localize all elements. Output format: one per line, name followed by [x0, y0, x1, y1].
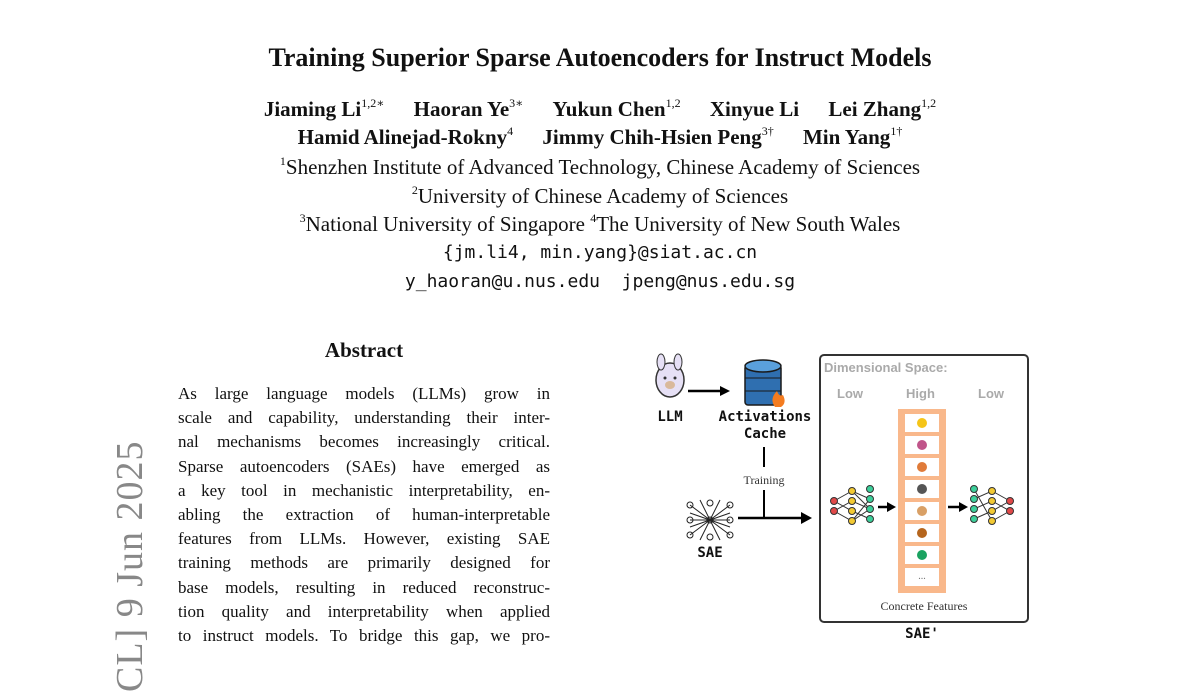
affiliation-2: 2University of Chinese Academy of Scienc… [411, 183, 789, 208]
abstract-body: As large language models (LLMs) grow in … [178, 382, 550, 648]
feature-cell [905, 436, 939, 454]
abstract-line: abling the extraction of human-interpret… [178, 504, 550, 524]
concrete-features-label: Concrete Features [880, 599, 968, 613]
feature-cell [905, 502, 939, 520]
feature-cell [905, 414, 939, 432]
feature-cell [905, 480, 939, 498]
feature-cell [905, 546, 939, 564]
author: Yukun Chen1,2 [552, 96, 681, 121]
author: Lei Zhang1,2 [828, 96, 937, 121]
decoder-net-icon [970, 485, 1014, 525]
abstract-line: a key tool in mechanistic interpretabili… [178, 480, 550, 500]
training-label: Training [743, 473, 785, 487]
llama-icon [655, 353, 685, 398]
abstract-line: Sparse autoencoders (SAEs) have emerged … [178, 456, 550, 476]
feature-cell [905, 524, 939, 542]
low-label-right: Low [978, 386, 1004, 401]
concrete-features-column: ... [898, 409, 946, 593]
abstract-line: to instruct models. To bridge this gap, … [178, 625, 550, 645]
paper-title: Training Superior Sparse Autoencoders fo… [268, 43, 932, 72]
check-icon [917, 550, 927, 560]
abstract-heading: Abstract [324, 338, 404, 362]
arrow-sae-to-box [738, 512, 812, 524]
neural-net-icon [686, 499, 734, 541]
abstract-line: features from LLMs. However, existing SA… [178, 529, 550, 549]
author: Min Yang1† [802, 124, 903, 149]
arrow-llm-to-cache [688, 386, 730, 396]
dimensional-space-label: Dimensional Space: [824, 360, 948, 375]
encoder-net-icon [830, 485, 874, 525]
feature-cell [905, 458, 939, 476]
feature-icon [917, 528, 927, 538]
low-label-left: Low [837, 386, 863, 401]
abstract-line: As large language models (LLMs) grow in [178, 384, 550, 403]
author: Haoran Ye3∗ [413, 96, 524, 121]
feature-icon [917, 440, 927, 450]
sae-prime-box [819, 354, 1029, 623]
figure-graphics [655, 353, 1014, 541]
feature-icon [917, 418, 927, 428]
feature-icon [917, 484, 927, 494]
author: Xinyue Li [709, 97, 800, 121]
affiliation-1: 1Shenzhen Institute of Advanced Technolo… [279, 154, 921, 179]
feature-icon [917, 462, 927, 472]
authors-line-1: Jiaming Li1,2∗ Haoran Ye3∗ Yukun Chen1,2… [0, 97, 1200, 122]
sae-prime-label: SAE' [905, 626, 939, 642]
abstract-line: training methods are primarily designed … [178, 553, 550, 573]
author: Jiaming Li1,2∗ [263, 96, 385, 121]
email-line-2: y_haoran@u.nus.edu jpeng@nus.edu.sg [404, 271, 796, 292]
activations-cache-label: Activations Cache [718, 409, 812, 442]
arxiv-stamp: CL] 9 Jun 2025 [109, 440, 151, 692]
affiliation-3-4: 3National University of Singapore 4The U… [299, 211, 901, 236]
abstract-line: base models, resulting in reduced recons… [178, 577, 550, 597]
abstract-line: nal mechanisms becomes increasingly crit… [178, 432, 550, 452]
database-icon [744, 359, 785, 407]
author: Jimmy Chih-Hsien Peng3† [542, 124, 774, 149]
email-line-1: {jm.li4, min.yang}@siat.ac.cn [442, 242, 758, 263]
author: Hamid Alinejad-Rokny4 [297, 124, 514, 149]
arrow-from-features [948, 502, 968, 512]
authors-line-2: Hamid Alinejad-Rokny4 Jimmy Chih-Hsien P… [0, 125, 1200, 150]
llm-label: LLM [657, 409, 683, 425]
sae-label: SAE [697, 545, 723, 561]
figure-sae-overview: LLM Activations Cache Training SAE Dimen… [630, 345, 1040, 648]
feature-ellipsis: ... [905, 568, 939, 586]
abstract-line: tion quality and interpretability when a… [178, 601, 550, 621]
high-label: High [906, 386, 935, 401]
arrow-to-features [878, 502, 896, 512]
feature-icon [917, 506, 927, 516]
abstract-line: scale and capability, understanding thei… [178, 408, 550, 428]
